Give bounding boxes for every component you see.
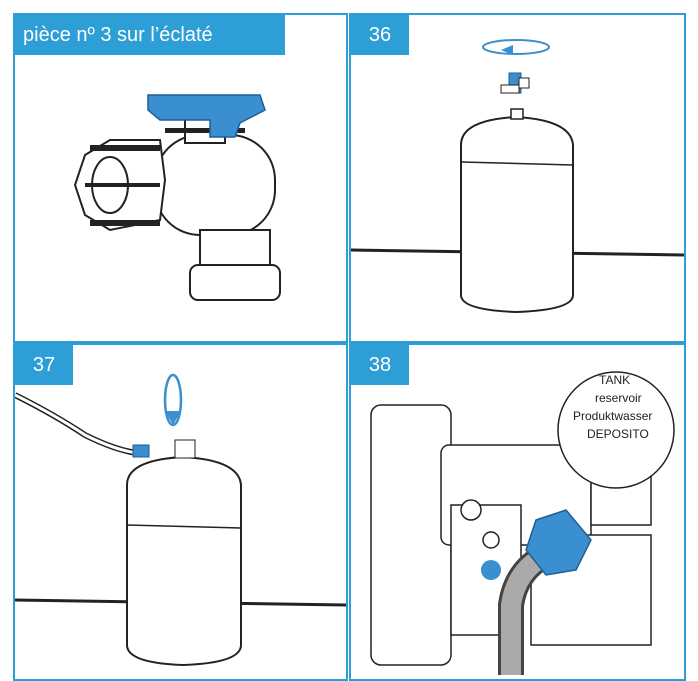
panel-step-36: 36 (349, 13, 686, 343)
step-number: 37 (15, 345, 73, 385)
valve-handle (147, 94, 266, 138)
step-number: 36 (351, 15, 409, 55)
tank-label-line4: DEPOSITO (587, 427, 649, 441)
step-number: 38 (351, 345, 409, 385)
panel-step-38: 38 TANK reservoir Produktwasser DEPOSITO (349, 343, 686, 681)
tank-with-tube-illustration (15, 373, 346, 667)
panel-title: pièce nº 3 sur l’éclaté (15, 15, 285, 55)
tank-label-line1: TANK (599, 373, 631, 387)
panel-valve-part: pièce nº 3 sur l’éclaté (13, 13, 348, 343)
ball-valve-illustration (73, 94, 281, 301)
tank-label-line2: reservoir (595, 391, 642, 405)
tank-with-valve-illustration (351, 39, 684, 314)
tank-label-line3: Produktwasser (573, 409, 653, 423)
panel-step-37: 37 (13, 343, 348, 681)
rotate-arrow-icon (482, 39, 550, 55)
tank-label-magnifier (557, 371, 675, 489)
connection-detail-illustration (370, 371, 675, 675)
